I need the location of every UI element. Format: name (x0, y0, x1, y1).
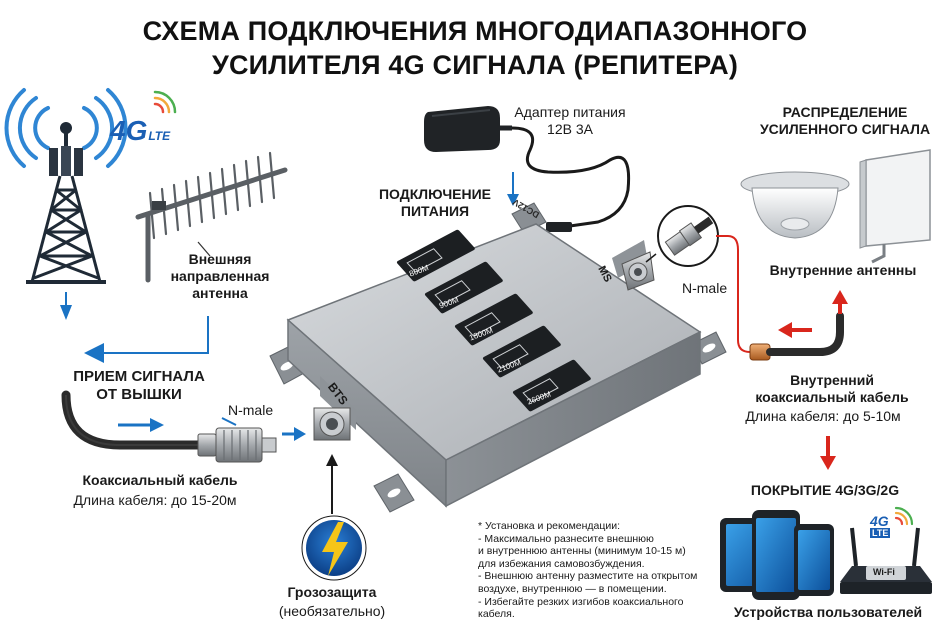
panel-antenna-icon (859, 149, 931, 264)
band-indicators (396, 229, 591, 412)
n-male-right-label: N-male (682, 280, 728, 296)
notes-line: * Установка и рекомендации: (478, 520, 621, 532)
distribution-label-line: УСИЛЕННОГО СИГНАЛА (759, 121, 931, 137)
power-adapter-icon (424, 106, 631, 232)
indoor-coaxial-cable (716, 235, 844, 361)
notes-line: для избежания самовозбуждения. (478, 557, 645, 570)
signal-reception-line: ОТ ВЫШКИ (96, 386, 182, 403)
signal-reception-label: ПРИЕМ СИГНАЛА ОТ ВЫШКИ (60, 368, 218, 404)
badge-4g: 4G (110, 115, 148, 146)
indoor-cable-title: Внутренний коаксиальный кабель (740, 372, 924, 406)
repeater-device (269, 202, 727, 513)
notes-line: кабеля. (478, 608, 515, 621)
diagram-title: СХЕМА ПОДКЛЮЧЕНИЯ МНОГОДИАПАЗОННОГО УСИЛ… (0, 14, 950, 82)
4g-lte-badge (153, 90, 177, 114)
power-connection-label: ПОДКЛЮЧЕНИЕ ПИТАНИЯ (366, 186, 504, 220)
notes-line: воздухе, внутреннюю — в помещении. (478, 582, 667, 595)
title-line-1: СХЕМА ПОДКЛЮЧЕНИЯ МНОГОДИАПАЗОННОГО (142, 16, 808, 46)
4g-badge-text: 4GLTE (110, 116, 170, 151)
outdoor-cable-title: Коаксиальный кабель (82, 472, 238, 488)
external-antenna-label-line: Внешняя (188, 251, 252, 267)
smartphone-small-icon (794, 524, 834, 596)
bts-port-connector (313, 407, 351, 441)
power-adapter-label: Адаптер питания 12В 3А (500, 104, 640, 138)
power-connection-line: ПИТАНИЯ (400, 203, 470, 219)
n-male-connector-zoom-icon (657, 205, 719, 267)
external-antenna-label-line: направленная (170, 268, 270, 284)
external-antenna-label: Внешняя направленная антенна (168, 251, 272, 302)
power-adapter-label-line: Адаптер питания (514, 104, 626, 120)
router-4g-badge: 4G LTE (870, 513, 891, 538)
distribution-label-line: РАСПРЕДЕЛЕНИЕ (782, 104, 908, 120)
n-male-left-label: N-male (228, 402, 274, 418)
cell-tower-icon (4, 88, 128, 284)
red-flow-arrows (778, 290, 848, 470)
power-adapter-label-line: 12В 3А (547, 121, 593, 137)
indoor-cable-length: Длина кабеля: до 5-10м (745, 408, 901, 424)
outdoor-cable-length: Длина кабеля: до 15-20м (73, 492, 237, 508)
lightning-label: Грозозащита (287, 584, 377, 600)
external-antenna-label-line: антенна (192, 285, 248, 301)
notes-line: - Внешнюю антенну разместите на открытом (478, 570, 698, 583)
ceiling-dome-antenna-icon (740, 171, 850, 239)
installation-notes: * Установка и рекомендации: - Максимальн… (478, 520, 723, 621)
smartphone-icon (752, 510, 800, 600)
signal-reception-line: ПРИЕМ СИГНАЛА (73, 368, 205, 385)
router-badge-lte: LTE (870, 528, 891, 538)
outdoor-coaxial-cable (61, 390, 205, 450)
indoor-cable-title-line: Внутренний (790, 372, 874, 388)
user-devices-label: Устройства пользователей (733, 604, 923, 620)
wifi-router-icon (840, 506, 932, 594)
router-badge-4g: 4G (870, 513, 889, 529)
coverage-label: ПОКРЫТИЕ 4G/3G/2G (750, 482, 900, 498)
router-wifi-text: Wi-Fi (873, 567, 895, 577)
lightning-note: (необязательно) (278, 603, 386, 619)
lightning-protection-icon (301, 515, 367, 581)
n-male-connector-left (197, 427, 277, 463)
badge-lte: LTE (148, 129, 171, 143)
signal-reception-arrow (60, 292, 209, 363)
indoor-antennas-label: Внутренние антенны (769, 262, 917, 278)
power-connection-line: ПОДКЛЮЧЕНИЕ (378, 186, 492, 202)
notes-line: - Избегайте резких изгибов коаксиального (478, 595, 684, 608)
external-yagi-antenna-icon (135, 151, 288, 283)
indoor-cable-title-line: коаксиальный кабель (755, 389, 909, 405)
notes-line: - Максимально разнесите внешнюю (478, 532, 654, 545)
distribution-label: РАСПРЕДЕЛЕНИЕ УСИЛЕННОГО СИГНАЛА (740, 104, 950, 138)
notes-line: и внутреннюю антенны (минимум 10-15 м) (478, 545, 686, 558)
title-line-2: УСИЛИТЕЛЯ 4G СИГНАЛА (РЕПИТЕРА) (211, 50, 739, 80)
